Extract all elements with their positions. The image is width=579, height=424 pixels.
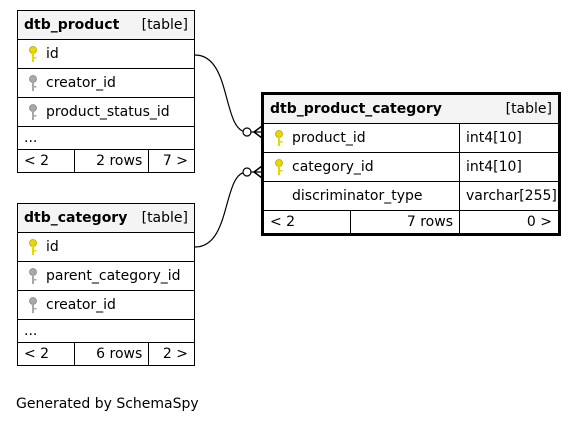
column-datatype: varchar[255] [459,181,560,211]
more-columns-ellipsis: ... [17,319,195,343]
column-row[interactable]: id [17,39,195,69]
parents-count[interactable]: < 2 [17,149,75,173]
column-row[interactable]: creator_id [17,290,195,320]
foreign-key-icon [29,75,37,91]
foreign-key-icon [29,104,37,120]
column-name: creator_id [46,297,116,313]
column-datatype: int4[10] [459,152,560,182]
column-row[interactable]: parent_category_id [17,261,195,291]
table-dtb-category[interactable]: dtb_category [table] id parent_category_… [17,203,195,366]
column-name: product_id [292,130,366,146]
row-count: 2 rows [73,149,150,173]
primary-key-icon [275,130,283,146]
table-type: [table] [141,17,188,33]
table-name: dtb_product [24,17,120,33]
primary-key-icon [29,239,37,255]
table-header: dtb_category [table] [17,203,195,233]
foreign-key-icon [29,297,37,313]
table-dtb-product[interactable]: dtb_product [table] id creator_id produc… [17,10,195,173]
table-name: dtb_product_category [270,101,442,117]
column-name: product_status_id [46,104,170,120]
column-row[interactable]: category_id [262,152,460,182]
column-name: category_id [292,159,374,175]
table-type: [table] [141,210,188,226]
table-header: dtb_product_category [table] [262,93,560,124]
product-id-connector [194,54,262,133]
column-datatype: int4[10] [459,123,560,153]
table-dtb-product-category[interactable]: dtb_product_category [table] product_id … [261,92,561,236]
foreign-key-icon [29,268,37,284]
table-name: dtb_category [24,210,128,226]
column-name: parent_category_id [46,268,181,284]
column-name: discriminator_type [292,188,423,204]
product-connector-optional-marker [242,127,252,137]
parents-count[interactable]: < 2 [17,342,75,366]
column-row[interactable]: discriminator_type [262,181,460,211]
primary-key-icon [29,46,37,62]
children-count[interactable]: 2 > [148,342,195,366]
column-name: creator_id [46,75,116,91]
category-connector-crowfoot [252,165,263,179]
table-header: dtb_product [table] [17,10,195,40]
children-count[interactable]: 0 > [459,210,560,235]
parents-count[interactable]: < 2 [262,210,351,235]
category-connector-optional-marker [242,167,252,177]
children-count[interactable]: 7 > [148,149,195,173]
table-type: [table] [505,101,552,117]
column-row[interactable]: creator_id [17,68,195,98]
column-row[interactable]: product_status_id [17,97,195,127]
more-columns-ellipsis: ... [17,126,195,150]
column-row[interactable]: product_id [262,123,460,153]
row-count: 7 rows [350,210,460,235]
row-count: 6 rows [73,342,150,366]
generated-by-text: Generated by SchemaSpy [16,396,199,412]
product-connector-crowfoot [252,125,263,139]
category-id-connector [194,171,262,248]
column-row[interactable]: id [17,232,195,262]
primary-key-icon [275,159,283,175]
no-key-spacer [270,187,288,205]
column-name: id [46,46,59,62]
column-name: id [46,239,59,255]
